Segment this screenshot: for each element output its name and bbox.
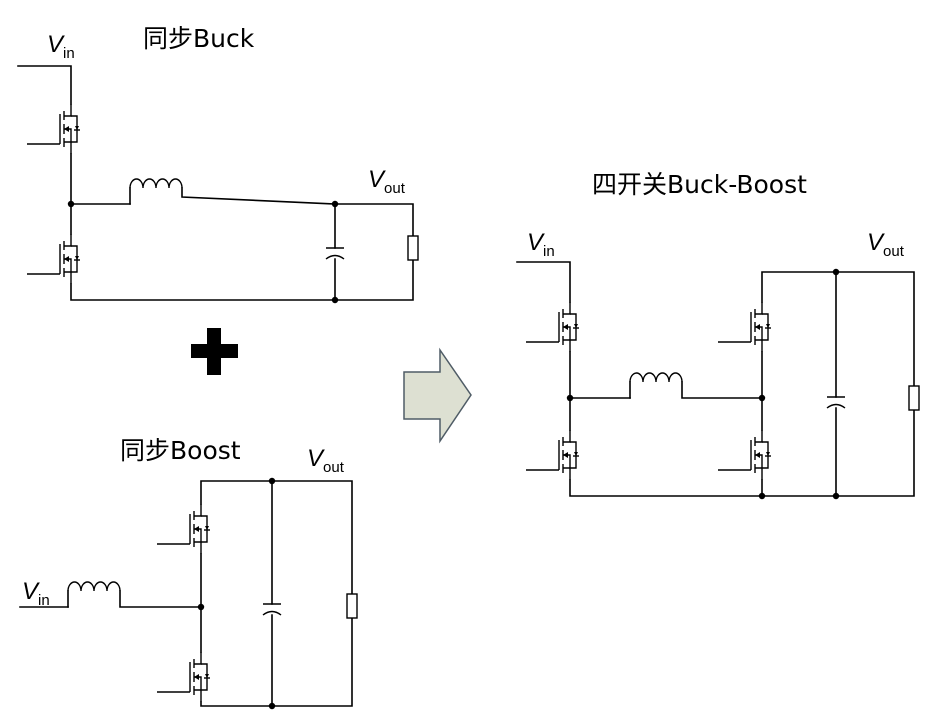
buckboost-inductor — [629, 372, 683, 383]
boost-high-side-mosfet — [156, 503, 211, 555]
buck-output-capacitor — [325, 247, 345, 260]
boost-output-node — [268, 477, 276, 485]
buck-ground-wire — [70, 203, 414, 301]
buckboost-load-resistor — [908, 385, 920, 411]
buckboost-circuit: 四开关Buck-Boost Vin Vout — [516, 170, 920, 500]
buckboost-vin-wire — [516, 261, 571, 303]
boost-output-wires — [200, 480, 353, 707]
buckboost-vout-label: Vout — [867, 229, 905, 260]
buckboost-ground-node-cap — [832, 492, 840, 500]
right-arrow-icon — [403, 347, 472, 444]
buckboost-left-switch-node — [566, 394, 574, 402]
buck-inductor-leads — [129, 187, 336, 205]
buck-low-side-mosfet — [26, 233, 81, 285]
buckboost-output-low-side-mosfet — [717, 429, 772, 481]
boost-low-side-mosfet — [156, 651, 211, 703]
buck-title: 同步Buck — [143, 24, 255, 53]
buck-ground-node — [331, 296, 339, 304]
buck-load-resistor — [407, 235, 419, 261]
buckboost-vin-label: Vin — [527, 229, 555, 260]
buckboost-inductor-leads — [629, 381, 763, 399]
boost-switch-node — [197, 603, 205, 611]
buck-inductor — [129, 178, 183, 189]
boost-circuit: 同步Boost Vout Vin — [19, 436, 358, 710]
buck-switch-node — [67, 200, 75, 208]
boost-inductor — [67, 581, 121, 592]
boost-vin-label: Vin — [22, 578, 50, 609]
buck-vin-wire — [17, 65, 72, 105]
boost-title: 同步Boost — [120, 436, 241, 465]
boost-inductor-leads — [67, 590, 202, 608]
buckboost-ground-node-right — [758, 492, 766, 500]
buckboost-right-switch-node — [758, 394, 766, 402]
buck-vout-label: Vout — [368, 166, 406, 197]
boost-vout-label: Vout — [307, 445, 345, 476]
buck-circuit: 同步Buck Vin Vout — [17, 24, 419, 304]
boost-load-resistor — [346, 593, 358, 619]
plus-icon — [191, 328, 238, 375]
buckboost-output-node — [832, 268, 840, 276]
boost-output-capacitor — [262, 603, 282, 616]
buck-high-side-mosfet — [26, 103, 81, 155]
buck-vin-label: Vin — [47, 31, 75, 62]
buckboost-input-low-side-mosfet — [525, 429, 580, 481]
buckboost-output-capacitor — [826, 396, 846, 409]
buckboost-ground-output-wires — [569, 271, 915, 497]
boost-ground-node — [268, 702, 276, 710]
buck-output-node — [331, 200, 339, 208]
buckboost-input-high-side-mosfet — [525, 301, 580, 353]
buckboost-title: 四开关Buck-Boost — [592, 170, 807, 199]
buckboost-output-high-side-mosfet — [717, 301, 772, 353]
